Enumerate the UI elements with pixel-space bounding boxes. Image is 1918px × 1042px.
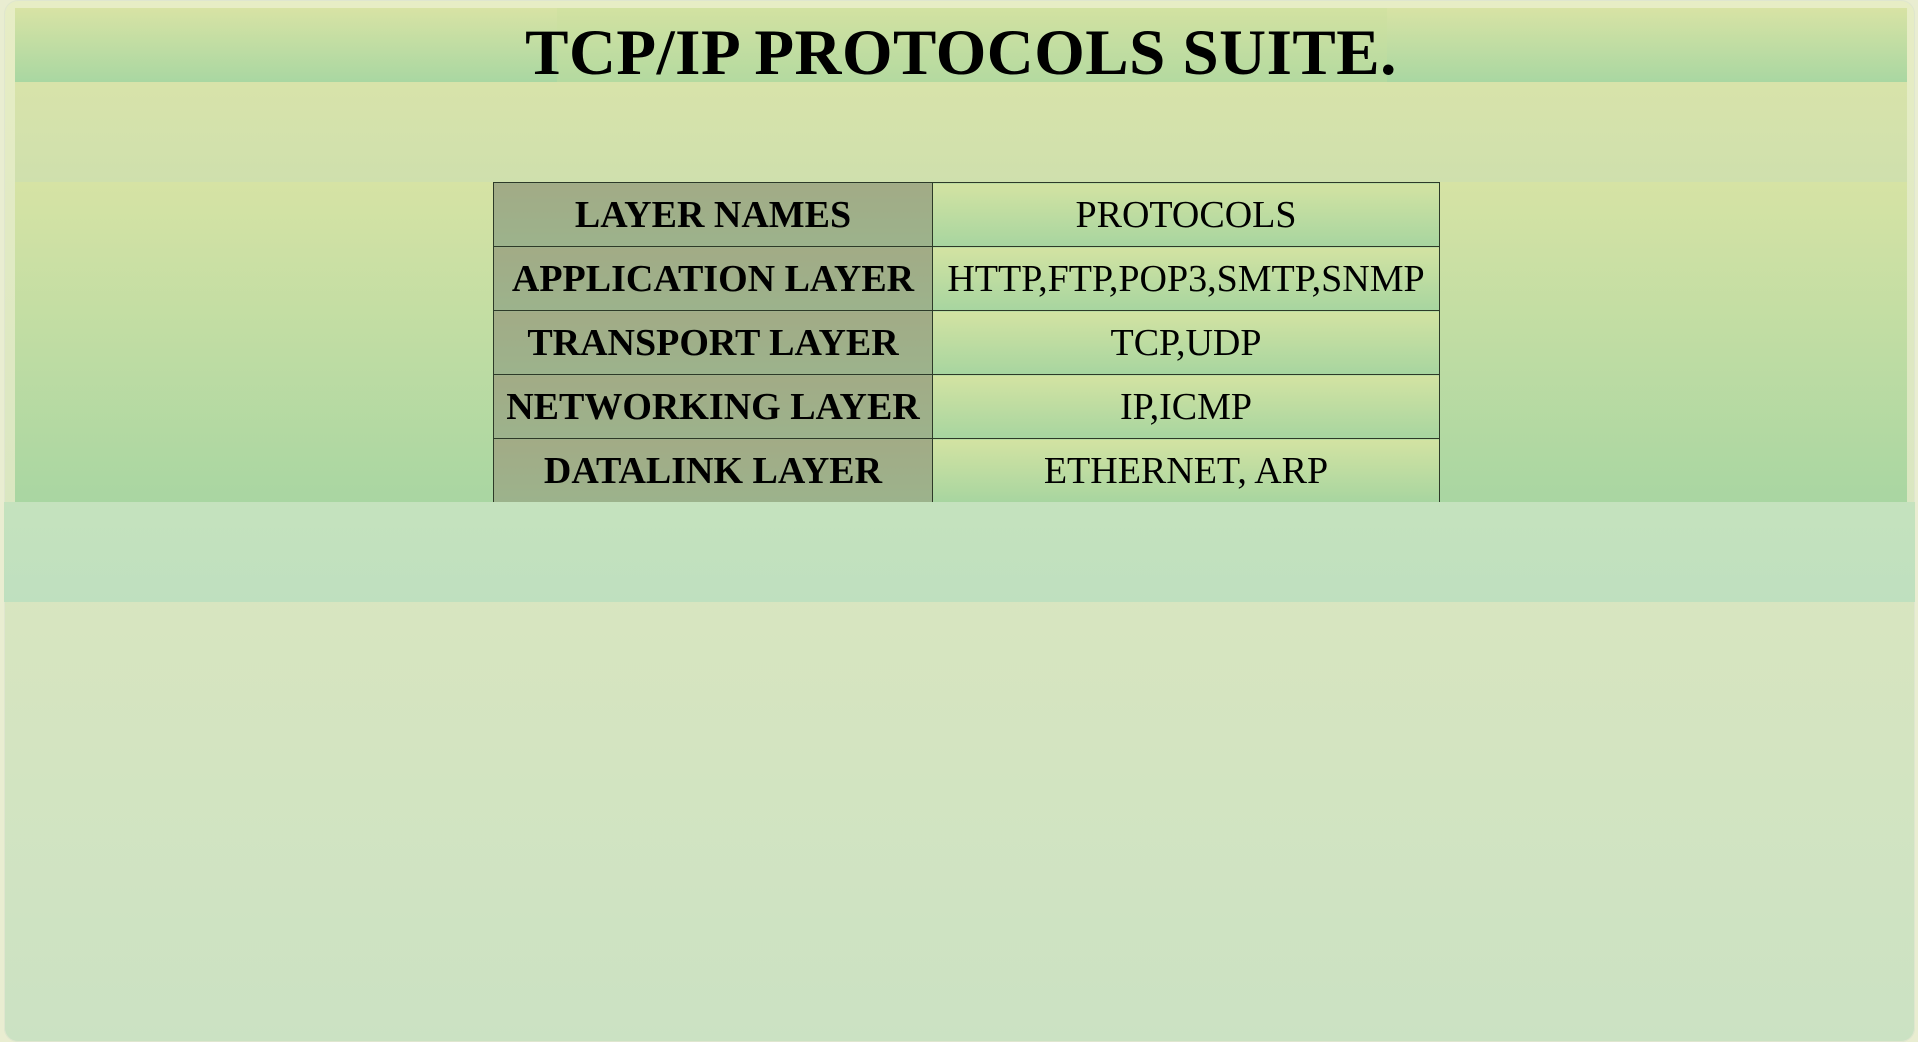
page-title: TCP/IP PROTOCOLS SUITE. [525,17,1397,89]
table-row: TRANSPORT LAYER TCP,UDP [493,310,1440,375]
page-frame: TCP/IP PROTOCOLS SUITE. LAYER NAMES PROT… [4,0,1915,1042]
table-header-row: LAYER NAMES PROTOCOLS [493,182,1440,247]
title-band: TCP/IP PROTOCOLS SUITE. [15,8,1907,89]
protocols-cell: HTTP,FTP,POP3,SMTP,SNMP [932,246,1440,311]
spacer-band [15,82,1907,182]
layer-name-cell: APPLICATION LAYER [493,246,933,311]
protocols-cell: ETHERNET, ARP [932,438,1440,503]
protocols-cell: IP,ICMP [932,374,1440,439]
layer-name-cell: DATALINK LAYER [493,438,933,503]
table-row: DATALINK LAYER ETHERNET, ARP [493,438,1440,503]
layer-name-cell: TRANSPORT LAYER [493,310,933,375]
protocol-table: LAYER NAMES PROTOCOLS APPLICATION LAYER … [493,182,1440,503]
title-highlight [557,8,1387,82]
header-protocols: PROTOCOLS [932,182,1440,247]
table-row: NETWORKING LAYER IP,ICMP [493,374,1440,439]
layer-name-cell: NETWORKING LAYER [493,374,933,439]
table-row: APPLICATION LAYER HTTP,FTP,POP3,SMTP,SNM… [493,246,1440,311]
protocols-cell: TCP,UDP [932,310,1440,375]
lower-band [4,502,1915,602]
header-layer-names: LAYER NAMES [493,182,933,247]
